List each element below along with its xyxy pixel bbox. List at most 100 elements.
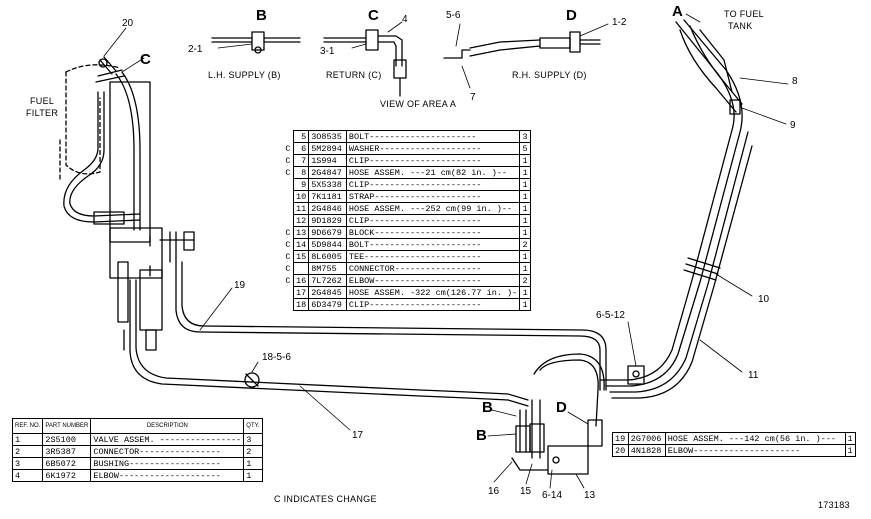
parts-cell-change <box>283 202 294 215</box>
callout-19: 19 <box>234 280 246 291</box>
callout-5-6: 5-6 <box>446 10 461 21</box>
parts-cell-part: 4N1828 <box>627 444 666 457</box>
parts-cell-desc: BOLT---------------------- <box>345 238 521 251</box>
parts-cell-qty: 1 <box>243 457 263 470</box>
parts-cell-qty: 1 <box>844 432 856 445</box>
parts-cell-part: 2S5100 <box>42 433 92 446</box>
parts-cell-ref: 19 <box>612 432 629 445</box>
parts-cell-change <box>283 214 294 227</box>
header-qty: QTY. <box>243 418 263 434</box>
header-desc: DESCRIPTION <box>90 418 245 434</box>
parts-cell-change: C <box>283 262 294 275</box>
parts-cell-ref: 5 <box>292 130 310 143</box>
parts-cell-change: C <box>283 226 294 239</box>
header-part: PART NUMBER <box>42 418 92 434</box>
parts-cell-ref: 10 <box>292 190 310 203</box>
parts-cell-qty: 1 <box>519 298 531 311</box>
parts-cell-part: 6K1972 <box>42 469 92 482</box>
tee-assembly <box>511 353 605 475</box>
parts-cell-qty: 1 <box>519 226 531 239</box>
parts-cell-desc: HOSE ASSEM. ---21 cm(82 in. )-- <box>345 166 521 179</box>
callout-3-1: 3-1 <box>320 46 335 57</box>
parts-cell-desc: CLIP---------------------- <box>345 154 521 167</box>
lh-supply-caption: L.H. SUPPLY (B) <box>208 70 281 80</box>
hose-19 <box>175 261 601 391</box>
parts-cell-desc: CLIP---------------------- <box>345 178 521 191</box>
letter-a: A <box>672 3 683 20</box>
parts-cell-change <box>283 178 294 191</box>
callout-8: 8 <box>792 76 798 87</box>
parts-cell-part: 2G7006 <box>627 432 666 445</box>
fuel-filter-line2: FILTER <box>26 108 59 118</box>
parts-cell-desc: VALVE ASSEM. ---------------- <box>90 433 245 446</box>
parts-cell-part: 8M755 <box>308 262 347 275</box>
parts-cell-part: 7K1181 <box>308 190 347 203</box>
to-fuel-tank-line1: TO FUEL <box>724 9 764 19</box>
parts-cell-desc: CLIP---------------------- <box>345 298 521 311</box>
parts-cell-ref: 11 <box>292 202 310 215</box>
callout-18-5-6: 18-5-6 <box>262 352 291 363</box>
parts-cell-qty: 1 <box>243 469 263 482</box>
callout-7: 7 <box>470 92 476 103</box>
parts-cell-change: C <box>283 166 294 179</box>
parts-cell-part: 9D6679 <box>308 226 347 239</box>
filter-hoses <box>59 71 141 231</box>
parts-cell-qty: 1 <box>519 154 531 167</box>
parts-cell-ref: 3 <box>11 457 44 470</box>
parts-cell-qty: 3 <box>243 433 263 446</box>
to-fuel-tank-line2: TANK <box>728 21 753 31</box>
parts-cell-part: 5M2894 <box>308 142 347 155</box>
parts-cell-part: 7L7262 <box>308 274 347 287</box>
letter-b-top: B <box>256 7 267 24</box>
parts-cell-desc: BLOCK--------------------- <box>345 226 521 239</box>
parts-cell-ref: 9 <box>292 178 310 191</box>
drawing-number: 173183 <box>818 500 850 510</box>
parts-cell-ref: 2 <box>11 445 44 458</box>
parts-cell-part: 5D9844 <box>308 238 347 251</box>
parts-cell-ref: 6 <box>292 142 310 155</box>
parts-cell-change: C <box>283 142 294 155</box>
callout-4: 4 <box>402 14 408 25</box>
parts-cell-ref: 12 <box>292 214 310 227</box>
parts-cell-qty: 2 <box>519 238 531 251</box>
parts-cell-change: C <box>283 238 294 251</box>
parts-cell-ref: 14 <box>292 238 310 251</box>
parts-cell-desc: BOLT--------------------- <box>345 130 521 143</box>
parts-cell-desc: WASHER-------------------- <box>345 142 521 155</box>
parts-cell-qty: 1 <box>519 166 531 179</box>
pump-block <box>109 227 195 351</box>
parts-cell-ref: 15 <box>292 250 310 263</box>
rh-supply-caption: R.H. SUPPLY (D) <box>512 70 587 80</box>
parts-cell-part: 2G4846 <box>308 202 347 215</box>
parts-cell-desc: BUSHING------------------ <box>90 457 245 470</box>
parts-cell-part: 1S994 <box>308 154 347 167</box>
view-area-a <box>211 29 601 97</box>
parts-cell-part: 6D3479 <box>308 298 347 311</box>
letter-d-bottom: D <box>556 399 567 416</box>
parts-cell-desc: HOSE ASSEM. -322 cm(126.77 in. )- <box>345 286 521 299</box>
parts-cell-ref: 18 <box>292 298 310 311</box>
callout-10: 10 <box>758 294 770 305</box>
parts-cell-change <box>283 286 294 299</box>
callout-15: 15 <box>520 486 532 497</box>
callout-20: 20 <box>122 18 134 29</box>
letter-b-2: B <box>476 427 487 444</box>
letter-c-left: C <box>140 51 151 68</box>
parts-cell-desc: TEE----------------------- <box>345 250 521 263</box>
callout-16: 16 <box>488 486 500 497</box>
parts-cell-qty: 3 <box>519 130 531 143</box>
parts-cell-ref: 20 <box>612 444 629 457</box>
callout-1-2: 1-2 <box>612 17 627 28</box>
